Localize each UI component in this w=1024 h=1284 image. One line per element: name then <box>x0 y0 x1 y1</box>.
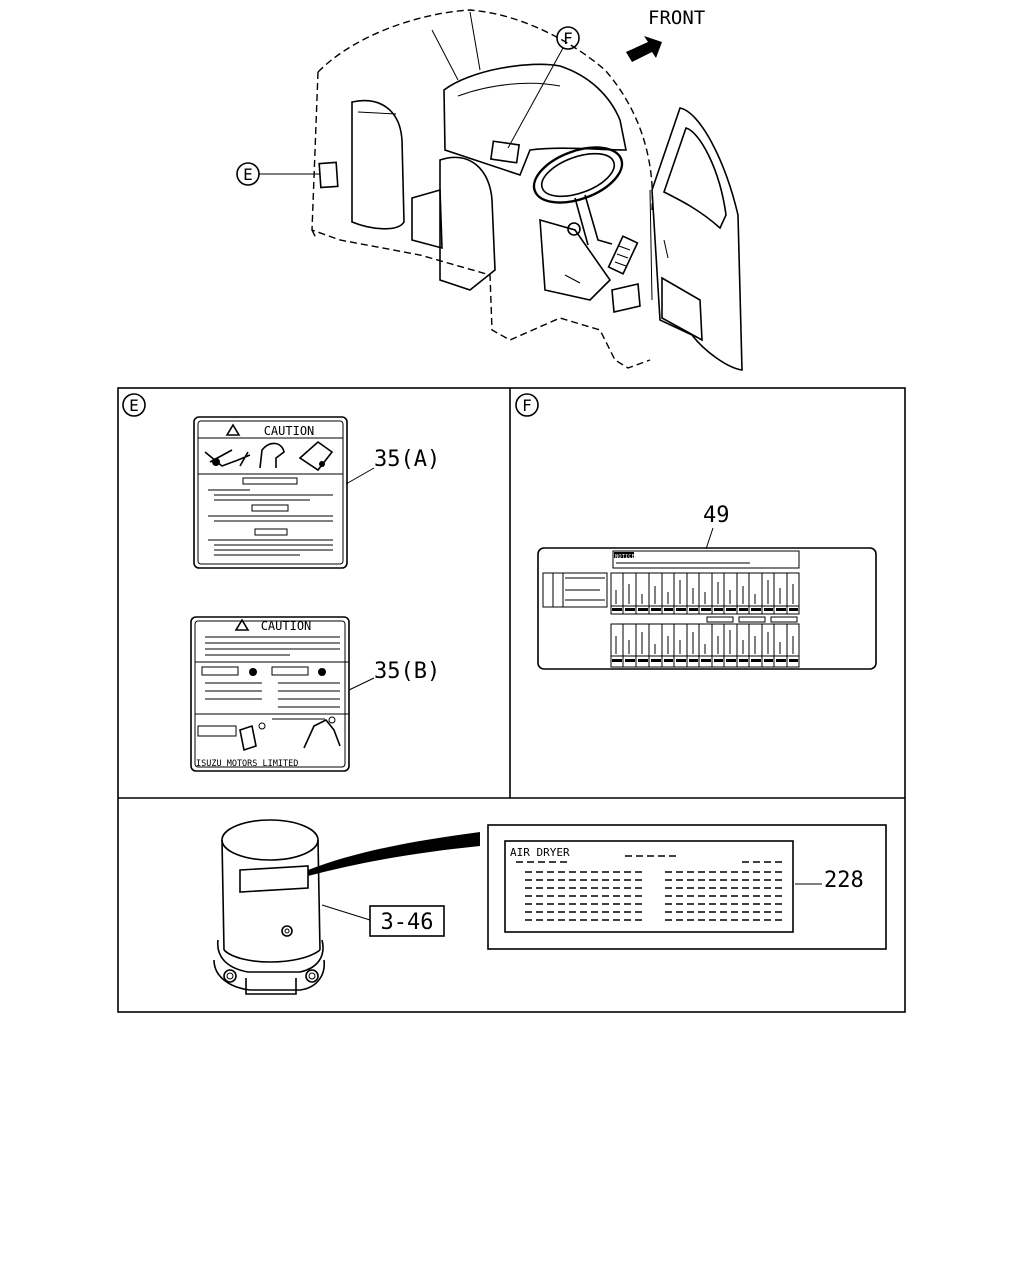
air-dryer-label: AIR DRYER <box>487 824 887 950</box>
notice-heading: NOTICE <box>615 554 635 560</box>
front-indicator: FRONT <box>626 7 705 62</box>
cab-illustration <box>311 9 743 371</box>
label-b-footer: ISUZU MOTORS LIMITED <box>196 759 298 769</box>
warning-triangle-icon <box>234 618 250 631</box>
callout-f: F <box>507 26 580 149</box>
caution-label-a: CAUTION <box>193 416 348 569</box>
notice-grid-lower <box>611 624 799 667</box>
callout-e-letter: E <box>243 165 253 184</box>
panel-air-dryer: 3-46 AIR DRYER 228 <box>213 819 887 995</box>
notice-grid-upper <box>611 573 799 614</box>
panel-e-badge: E <box>129 396 139 415</box>
callout-e: E <box>236 162 320 186</box>
notice-label: NOTICE <box>537 547 877 670</box>
panel-e: E CAUTION <box>122 393 440 772</box>
panel-f: F NOTICE <box>515 393 877 670</box>
pictogram-icons <box>204 440 334 472</box>
callout-f-letter: F <box>563 29 573 48</box>
part-number-35b: 35(B) <box>374 659 440 684</box>
label-b-caution: CAUTION <box>261 619 312 633</box>
air-dryer-title: AIR DRYER <box>510 846 570 859</box>
part-number-49: 49 <box>703 503 730 528</box>
reference-number-3-46: 3-46 <box>381 910 434 935</box>
caution-label-b: CAUTION ISUZU MOTORS LIMITED <box>190 616 350 772</box>
front-arrow-icon <box>626 36 662 62</box>
label-a-caution: CAUTION <box>264 424 315 438</box>
part-number-228: 228 <box>824 868 864 893</box>
air-dryer-canister <box>213 819 325 995</box>
front-label: FRONT <box>648 7 705 29</box>
panel-grid <box>117 387 906 1013</box>
warning-triangle-icon <box>225 423 241 436</box>
part-number-35a: 35(A) <box>374 447 440 472</box>
panel-f-badge: F <box>522 396 532 415</box>
